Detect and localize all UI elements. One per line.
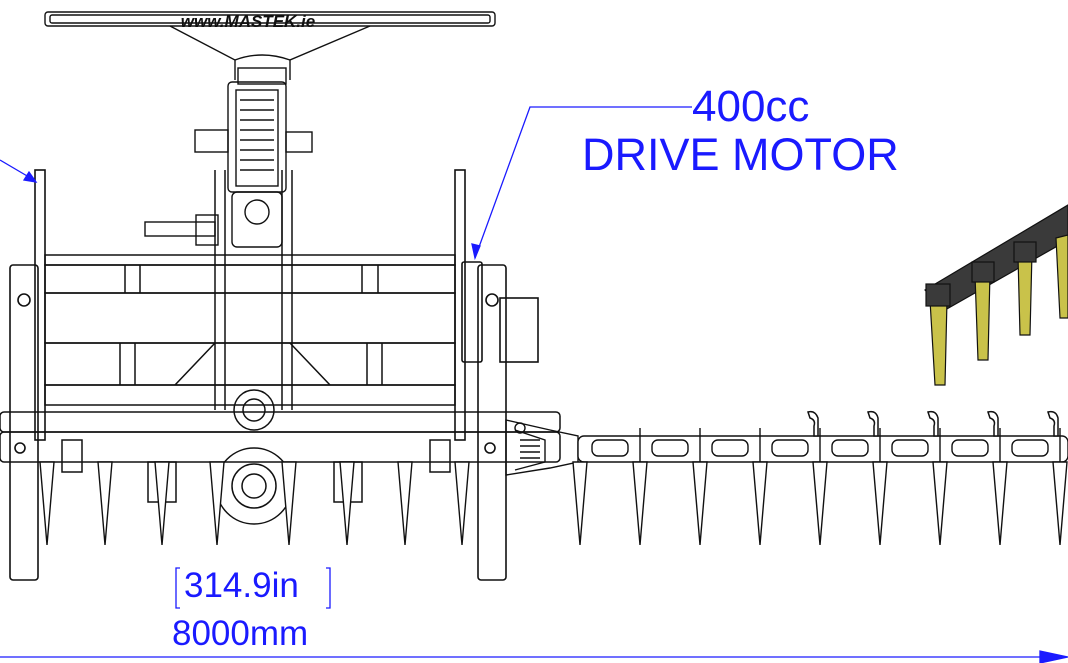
gearbox-column [144, 81, 313, 248]
rotor-blades [39, 461, 470, 546]
main-housing [44, 170, 456, 410]
brand-url: www.MASTEK.ie [181, 12, 315, 31]
motor-capacity-label: 400cc [692, 82, 810, 131]
dimension-line [0, 567, 1068, 663]
motor-leader-line [471, 106, 692, 261]
extension-blades [572, 461, 1068, 546]
dimension-mm-label: 8000mm [172, 614, 309, 653]
hooked-tines [807, 410, 1059, 437]
motor-name-label: DRIVE MOTOR [582, 129, 899, 180]
left-leader-line [0, 159, 38, 183]
extension-bar [577, 428, 1068, 468]
top-handle-bar [44, 11, 496, 85]
tine-rack [924, 204, 1068, 386]
dimension-inches-label: 314.9in [184, 566, 299, 605]
